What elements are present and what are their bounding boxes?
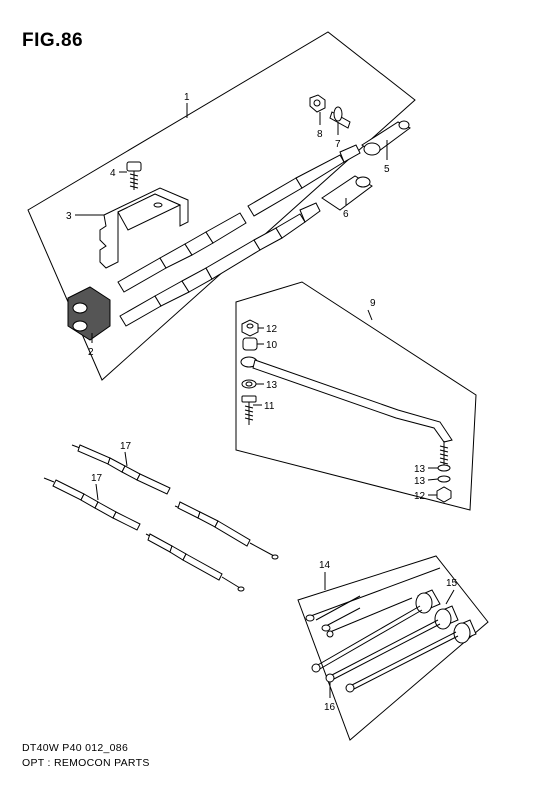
part-15-spacers — [415, 589, 477, 644]
callout-5: 5 — [384, 164, 390, 175]
callout-13-low: 13 — [414, 476, 426, 487]
footer-description: OPT : REMOCON PARTS — [22, 757, 150, 769]
remote-cable-upper — [117, 144, 361, 293]
leader-13c — [427, 478, 439, 481]
leader-15 — [445, 589, 455, 605]
callout-13-top: 13 — [266, 380, 278, 391]
part-16-bolts — [311, 605, 459, 693]
part-5-cable-end — [361, 120, 411, 156]
group-1-remocon-kit — [27, 31, 416, 381]
callout-17-upper: 17 — [120, 441, 132, 452]
callout-8: 8 — [317, 129, 323, 140]
part-6-cable-end — [321, 175, 373, 211]
part-12-nut-bottom — [436, 486, 452, 503]
part-9-link-rod-body — [240, 356, 453, 466]
part-17-cable-upper — [71, 444, 279, 560]
callout-11: 11 — [264, 401, 275, 412]
part-10-collar — [242, 337, 258, 351]
part-14-long-bolts — [305, 567, 441, 638]
part-4-bolt — [126, 161, 142, 190]
callout-12-bottom: 12 — [414, 491, 426, 502]
callout-12-top: 12 — [266, 324, 278, 335]
leader-17a — [124, 451, 128, 467]
part-13-washers-bottom — [437, 464, 451, 483]
part-2-grommet — [67, 286, 111, 341]
callout-2: 2 — [88, 347, 94, 358]
callout-3: 3 — [66, 211, 72, 222]
callout-10: 10 — [266, 340, 278, 351]
part-3-bracket — [99, 187, 189, 269]
group-9-frame — [235, 281, 477, 511]
group-14-frame — [297, 555, 489, 741]
callout-17-lower: 17 — [91, 473, 103, 484]
part-12-nut-top — [241, 319, 259, 337]
callout-1: 1 — [184, 92, 190, 103]
part-11-bolt — [241, 395, 257, 425]
footer-drawing-code: DT40W P40 012_086 — [22, 742, 129, 754]
callout-14: 14 — [319, 560, 331, 571]
callout-4: 4 — [110, 168, 116, 179]
figure-title: FIG.86 — [22, 30, 84, 51]
leader-9 — [367, 309, 373, 321]
leader-17b — [95, 483, 99, 501]
callout-7: 7 — [335, 139, 341, 150]
callout-16: 16 — [324, 702, 336, 713]
part-17-cable-lower — [43, 477, 245, 592]
part-7-bolt — [329, 106, 351, 129]
part-13-washer-top — [241, 379, 257, 389]
callout-13-mid: 13 — [414, 464, 426, 475]
callout-9: 9 — [370, 298, 376, 309]
group-14-hardware-kit — [297, 555, 489, 741]
callout-6: 6 — [343, 209, 349, 220]
group-9-link-rod — [235, 281, 477, 511]
part-8-nut — [309, 94, 326, 113]
remote-cable-lower — [119, 202, 321, 327]
callout-15: 15 — [446, 578, 458, 589]
